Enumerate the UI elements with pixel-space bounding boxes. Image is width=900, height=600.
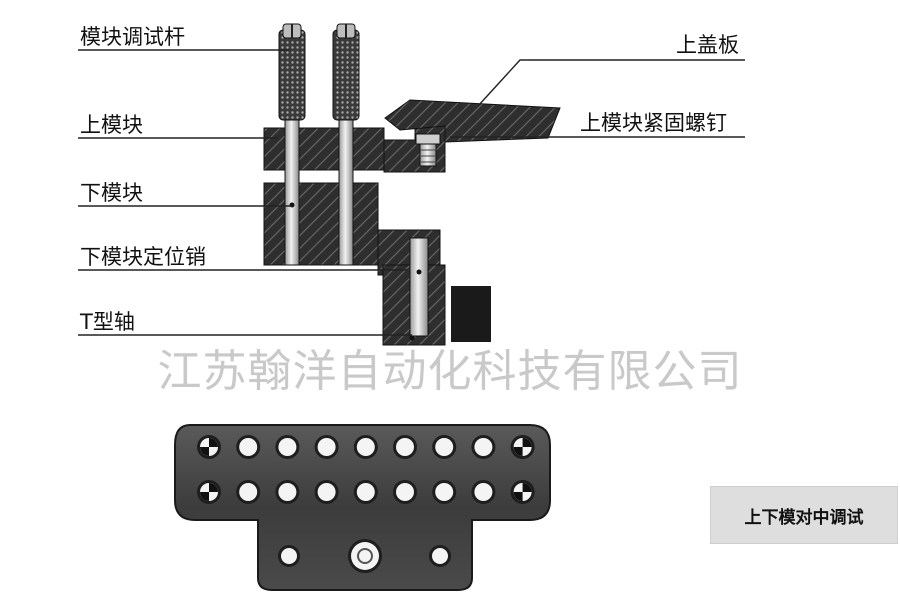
plate-hole-bottom-3 [278,483,297,501]
t-shaft-pin [409,237,429,337]
plate-hole-bottom-1-marker-b [200,492,209,501]
t-shaft-side-block [451,286,491,342]
plate-hole-bottom-5 [356,483,375,501]
label-lower-module-pin: 下模块定位销 [80,245,206,269]
label-lower-module: 下模块 [80,181,143,205]
caption-text: 上下模对中调试 [744,507,864,528]
label-upper-module: 上模块 [80,113,143,137]
plate-hole-top-9-marker-b [513,447,523,456]
plate-hole-top-7 [435,438,454,456]
plate-hole-tab-3 [432,548,448,564]
plate-hole-top-6 [396,438,414,456]
plate-hole-bottom-9-marker-b [513,492,523,501]
debug-rod-right [332,23,360,266]
plate-hole-bottom-2 [239,483,258,501]
debug-plate [174,424,551,591]
plate-outline [174,424,551,591]
upper-cover-plate [384,99,561,143]
plate-hole-top-8 [474,438,493,456]
caption-box: 上下模对中调试 [710,486,898,544]
plate-hole-bottom-9-marker-a [522,483,532,492]
plate-hole-top-9-marker-a [522,438,532,447]
cross-section [263,23,561,346]
label-upper-cover: 上盖板 [676,33,739,57]
label-t-shaft: T型轴 [79,310,135,334]
lower-module-block [263,182,379,266]
plate-hole-top-2 [239,438,258,456]
plate-hole-bottom-1-marker-a [209,483,218,492]
label-debug-rod: 模块调试杆 [80,25,185,49]
plate-hole-tab-2-inner [357,548,373,564]
label-upper-module-screw: 上模块紧固螺钉 [580,111,727,135]
plate-hole-bottom-7 [435,483,454,501]
cover-screw [415,133,441,167]
plate-hole-tab-2 [351,542,379,570]
plate-holes [197,435,535,573]
plate-hole-tab-1 [281,548,297,564]
leader-lines [78,49,745,336]
plate-hole-top-1-marker-b [200,447,209,456]
plate-hole-top-4 [317,438,336,456]
labels: 模块调试杆 上模块 下模块 下模块定位销 T型轴 上盖板 上模块紧固螺钉 [79,25,739,334]
plate-hole-bottom-6 [396,483,414,501]
company-watermark: 江苏翰洋自动化科技有限公司 [157,346,743,397]
plate-hole-bottom-4 [317,483,336,501]
upper-module-block [263,127,385,171]
plate-hole-top-1-marker-a [209,438,218,447]
plate-hole-top-3 [278,438,297,456]
debug-rod-left [278,23,306,266]
plate-hole-bottom-8 [474,483,493,501]
plate-hole-top-5 [356,438,375,456]
